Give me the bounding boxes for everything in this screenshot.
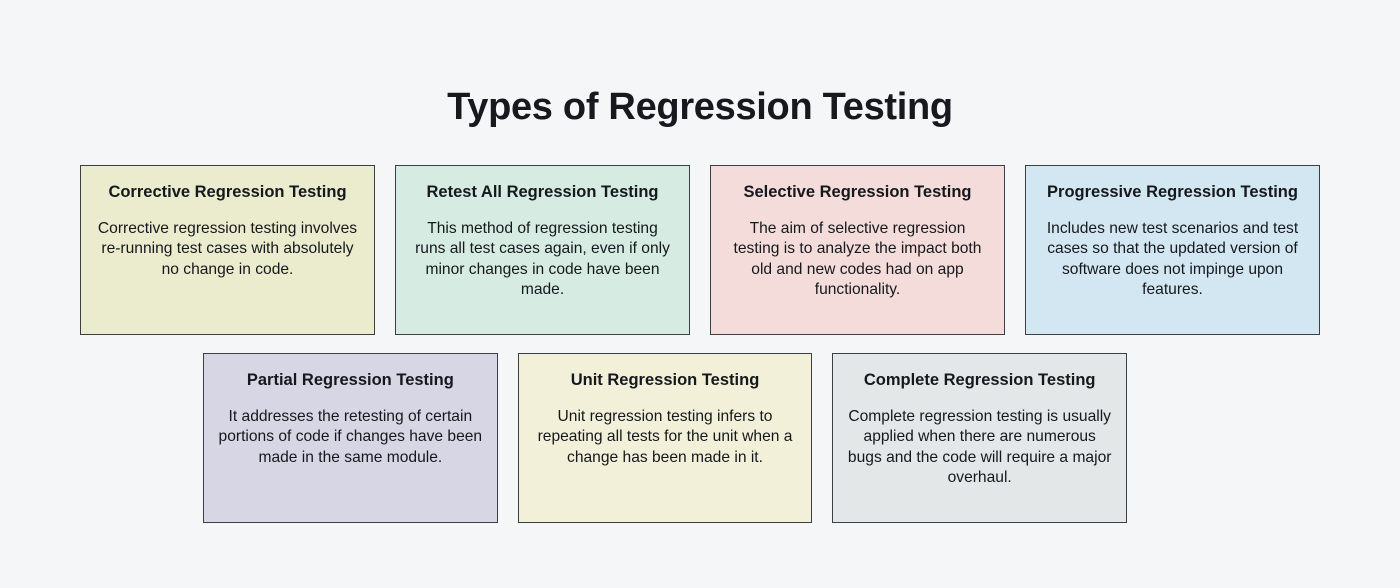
card-partial-regression-testing[interactable]: Partial Regression Testing It addresses … bbox=[203, 353, 498, 523]
card-title: Unit Regression Testing bbox=[570, 371, 760, 389]
card-title: Selective Regression Testing bbox=[743, 183, 972, 201]
card-title: Corrective Regression Testing bbox=[108, 183, 347, 201]
card-complete-regression-testing[interactable]: Complete Regression Testing Complete reg… bbox=[832, 353, 1128, 523]
card-body: It addresses the retesting of certain po… bbox=[218, 407, 483, 466]
card-body: This method of regression testing runs a… bbox=[415, 219, 670, 299]
card-row-top: Corrective Regression Testing Corrective… bbox=[80, 165, 1320, 335]
card-body: The aim of selective regression testing … bbox=[733, 219, 982, 299]
card-corrective-regression-testing[interactable]: Corrective Regression Testing Corrective… bbox=[80, 165, 375, 335]
card-body: Unit regression testing infers to repeat… bbox=[537, 407, 793, 466]
card-retest-all-regression-testing[interactable]: Retest All Regression Testing This metho… bbox=[395, 165, 690, 335]
card-selective-regression-testing[interactable]: Selective Regression Testing The aim of … bbox=[710, 165, 1005, 335]
page-title: Types of Regression Testing bbox=[447, 86, 953, 129]
card-title: Partial Regression Testing bbox=[246, 371, 454, 389]
card-body: Corrective regression testing involves r… bbox=[97, 219, 358, 278]
card-title: Complete Regression Testing bbox=[863, 371, 1096, 389]
card-progressive-regression-testing[interactable]: Progressive Regression Testing Includes … bbox=[1025, 165, 1320, 335]
card-unit-regression-testing[interactable]: Unit Regression Testing Unit regression … bbox=[517, 353, 813, 523]
card-body: Complete regression testing is usually a… bbox=[847, 407, 1112, 487]
card-title: Progressive Regression Testing bbox=[1047, 183, 1298, 201]
card-title: Retest All Regression Testing bbox=[426, 183, 659, 201]
card-row-bottom: Partial Regression Testing It addresses … bbox=[203, 353, 1128, 523]
card-body: Includes new test scenarios and test cas… bbox=[1046, 219, 1299, 299]
